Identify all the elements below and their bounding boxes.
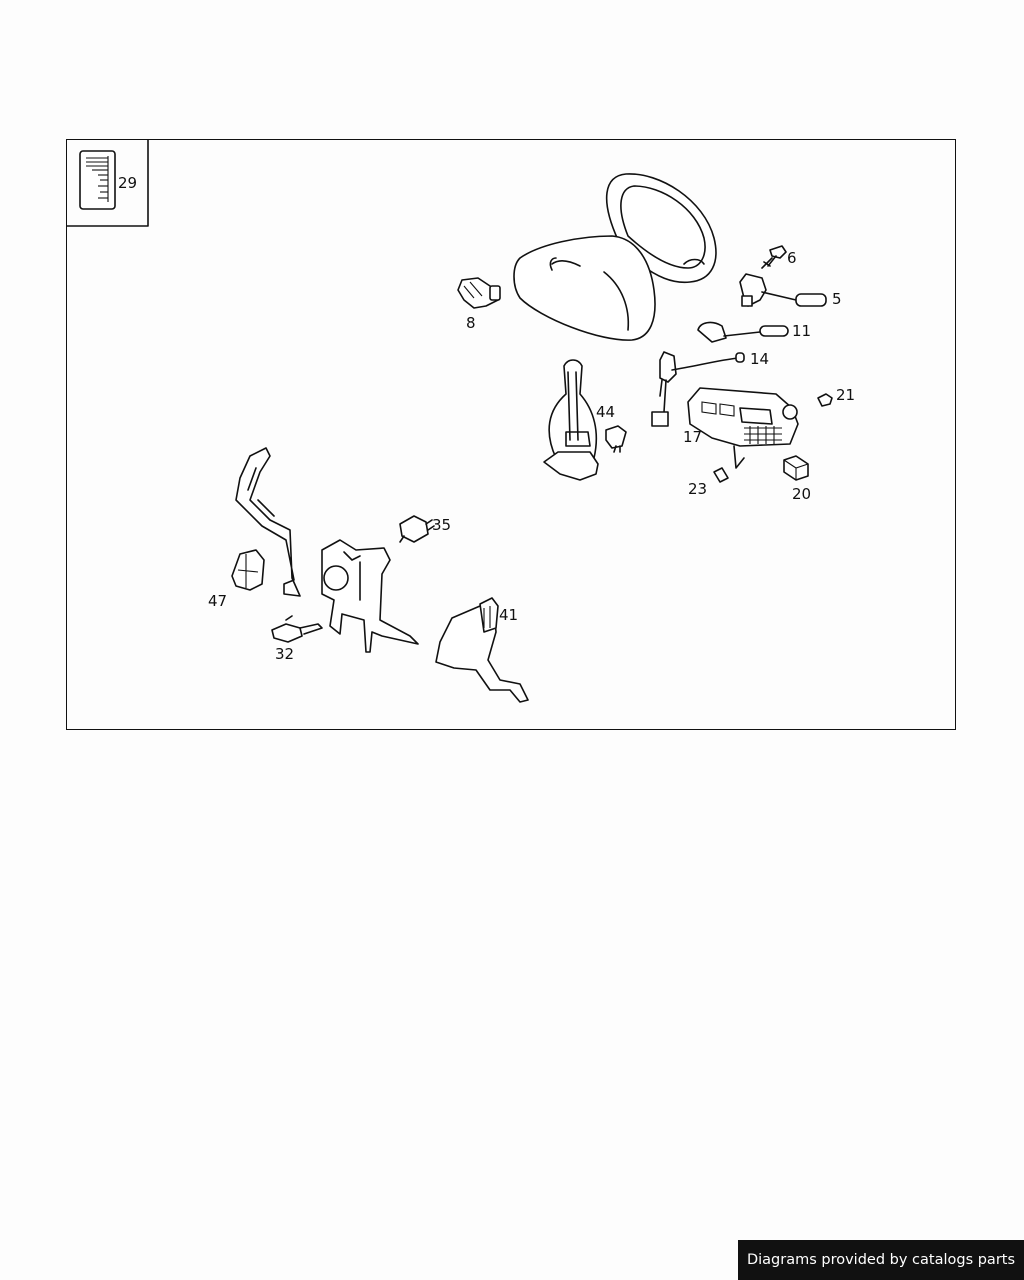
part-21-bulb: [817, 393, 833, 407]
callout-32: 32: [275, 645, 294, 663]
part-5-switch: [739, 273, 827, 307]
callout-14: 14: [750, 350, 769, 368]
callout-47: 47: [208, 592, 227, 610]
part-35-switch: [399, 515, 435, 543]
page-index-label: 29: [118, 174, 137, 192]
pedal-assembly: [235, 447, 419, 653]
page-index-box: [66, 139, 149, 227]
callout-5: 5: [832, 290, 842, 308]
part-14-lever: [651, 351, 745, 427]
callout-17: 17: [683, 428, 702, 446]
part-17-fuse-box: [687, 387, 799, 469]
credit-banner: Diagrams provided by catalogs parts: [738, 1240, 1024, 1280]
callout-20: 20: [792, 485, 811, 503]
part-6-screw: [761, 245, 787, 269]
part-47-switch: [231, 549, 265, 591]
callout-44: 44: [596, 403, 615, 421]
callout-11: 11: [792, 322, 811, 340]
part-23-clip: [713, 467, 729, 483]
part-32-sensor: [271, 615, 323, 643]
part-11-lever: [697, 321, 789, 343]
callout-35: 35: [432, 516, 451, 534]
part-20-relay: [783, 455, 809, 481]
diagram-frame: [66, 139, 956, 730]
callout-8: 8: [466, 314, 476, 332]
callout-23: 23: [688, 480, 707, 498]
callout-6: 6: [787, 249, 797, 267]
steering-wheel: [513, 173, 717, 341]
part-44-gear-shifter: [543, 359, 627, 481]
part-41-bracket: [435, 597, 529, 703]
part-8-switch: [457, 277, 501, 309]
callout-41: 41: [499, 606, 518, 624]
callout-21: 21: [836, 386, 855, 404]
